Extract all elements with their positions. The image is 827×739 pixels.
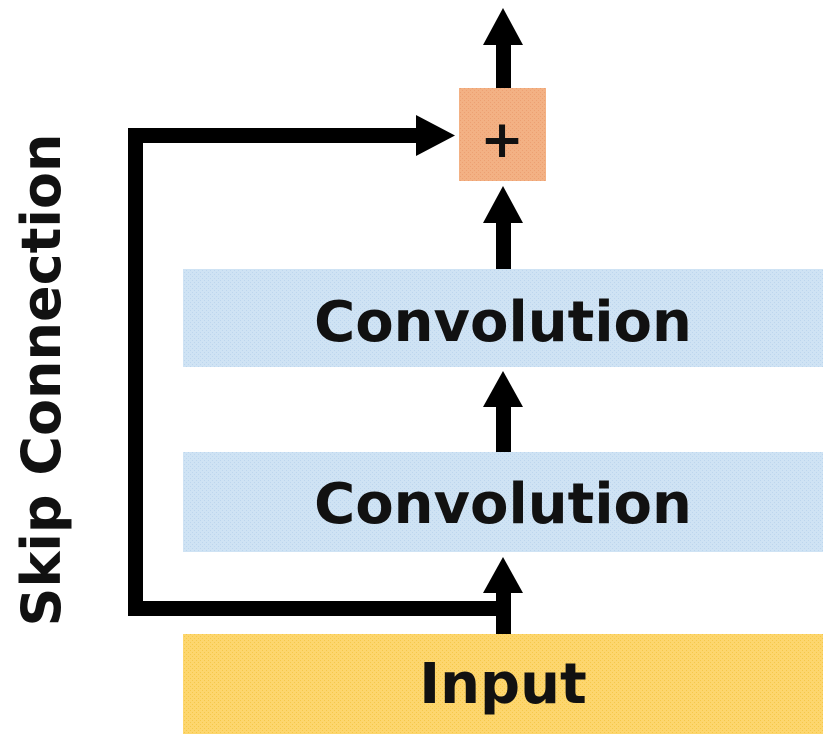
convolution-block-bottom: Convolution	[183, 452, 823, 552]
convolution-block-top: Convolution	[183, 269, 823, 367]
input-block: Input	[183, 634, 823, 734]
arrow-conv-bottom-to-conv-top	[483, 371, 523, 452]
arrow-input-to-conv-bottom	[483, 557, 523, 634]
add-symbol: +	[480, 110, 524, 170]
arrow-add-to-output	[483, 8, 523, 88]
input-label: Input	[419, 652, 586, 717]
convolution-bottom-label: Convolution	[314, 472, 692, 537]
skip-connection-arrow	[128, 115, 511, 616]
skip-connection-label: Skip Connection	[10, 134, 73, 627]
convolution-top-label: Convolution	[314, 290, 692, 355]
add-node: +	[459, 88, 546, 181]
arrow-conv-top-to-add	[483, 186, 523, 269]
